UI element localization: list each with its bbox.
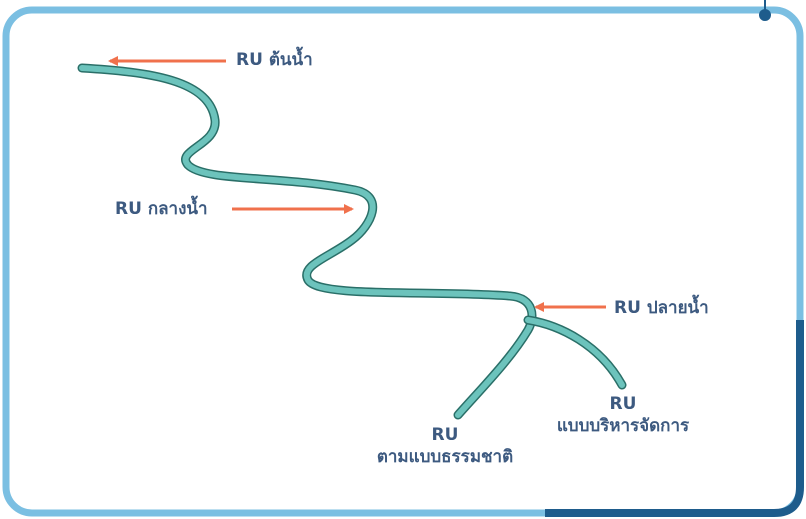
label-source: RU ต้นน้ำ: [236, 50, 313, 70]
label-natural: RU ตามแบบธรรมชาติ: [362, 424, 528, 468]
label-natural-line2: ตามแบบธรรมชาติ: [376, 447, 514, 467]
river-main-shadow: [77, 63, 537, 420]
label-downstream: RU ปลายน้ำ: [614, 298, 709, 318]
frame-border: [2, 6, 804, 517]
river-main: [79, 65, 535, 418]
pin-dot-icon: [759, 9, 771, 21]
label-managed-line1: RU: [609, 394, 637, 414]
frame-accent: [545, 320, 804, 517]
label-managed-line2: แบบบริหารจัดการ: [556, 416, 690, 436]
label-natural-line1: RU: [431, 425, 459, 445]
river-branch-shadow: [523, 315, 627, 390]
river: [77, 63, 627, 420]
label-middle: RU กลางน้ำ: [115, 199, 208, 219]
label-managed: RU แบบบริหารจัดการ: [540, 393, 706, 437]
river-branch-managed: [525, 317, 625, 388]
